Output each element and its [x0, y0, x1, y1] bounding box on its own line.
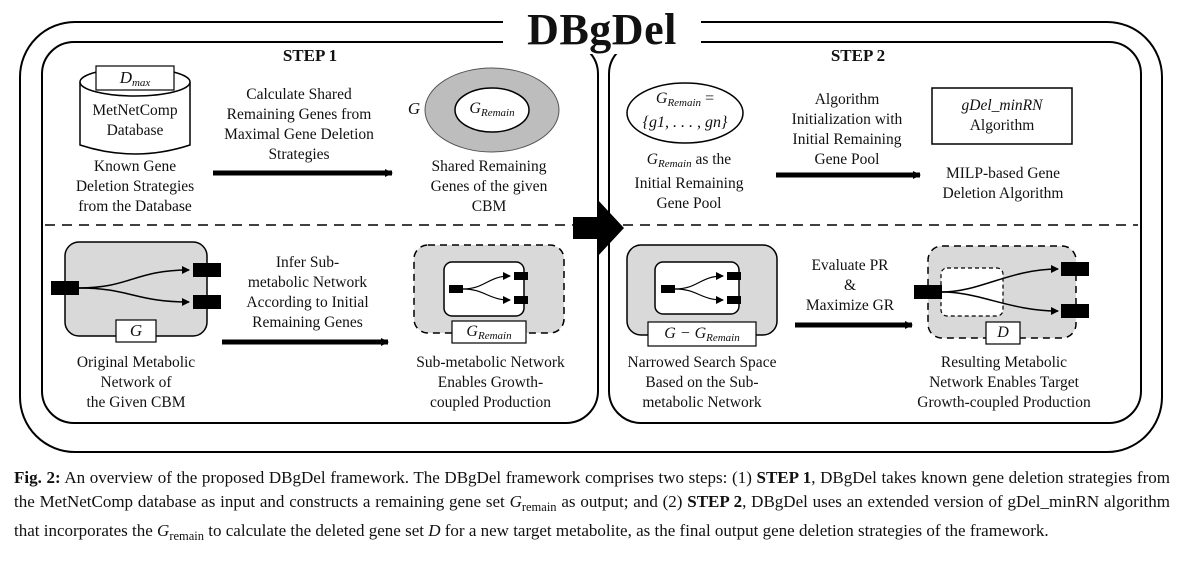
caption-var: G	[157, 521, 170, 540]
narrowed-tag: G − GRemain	[664, 325, 740, 344]
result-network-icon	[914, 245, 1089, 345]
g-remain-label: GRemain	[469, 100, 515, 119]
gene-pool-set: GRemain = {g1, . . . , gn}	[642, 90, 728, 131]
algo-box	[931, 87, 1073, 145]
sub-network-icon	[413, 244, 565, 344]
caption-var: G	[509, 491, 522, 511]
caption-text: for a new target metabolite, as the fina…	[440, 521, 1049, 540]
eval-label: Evaluate PR&Maximize GR	[805, 257, 895, 314]
diagram-title: DBgDel	[503, 6, 701, 54]
database-tag: Dmax	[119, 68, 151, 89]
diagram-canvas	[19, 21, 1163, 453]
step2-heading: STEP 2	[830, 46, 886, 65]
g-remain-ellipse	[454, 87, 530, 133]
caption-text: to calculate the deleted gene set	[204, 521, 429, 540]
caption-step2: STEP 2	[687, 491, 743, 511]
result-tag: D	[997, 324, 1009, 341]
caption-var-sub: remain	[521, 499, 557, 514]
caption-var-sub: remain	[169, 529, 205, 543]
original-network-icon	[51, 241, 221, 343]
narrowed-network-icon	[626, 244, 778, 347]
step-transition-arrow	[573, 199, 624, 257]
gene-pool-ellipse	[626, 82, 744, 144]
caption-step1: STEP 1	[756, 468, 812, 487]
step1-heading: STEP 1	[282, 46, 338, 65]
caption-text: An overview of the proposed DBgDel frame…	[60, 468, 757, 487]
caption-d: D	[428, 521, 441, 540]
network-tag: G	[129, 321, 143, 340]
sub-network-tag: GRemain	[466, 323, 512, 342]
database-icon	[79, 65, 191, 155]
figure-caption: Fig. 2: An overview of the proposed DBgD…	[14, 466, 1170, 549]
caption-fig-label: Fig. 2:	[14, 468, 61, 487]
caption-text: , DBgDel takes known gene deletion strat…	[14, 468, 1170, 511]
caption-text: , DBgDel uses an extended version of gDe…	[14, 491, 1170, 541]
caption-text: as output; and (2)	[556, 491, 688, 511]
g-outer-label: G	[407, 99, 421, 118]
